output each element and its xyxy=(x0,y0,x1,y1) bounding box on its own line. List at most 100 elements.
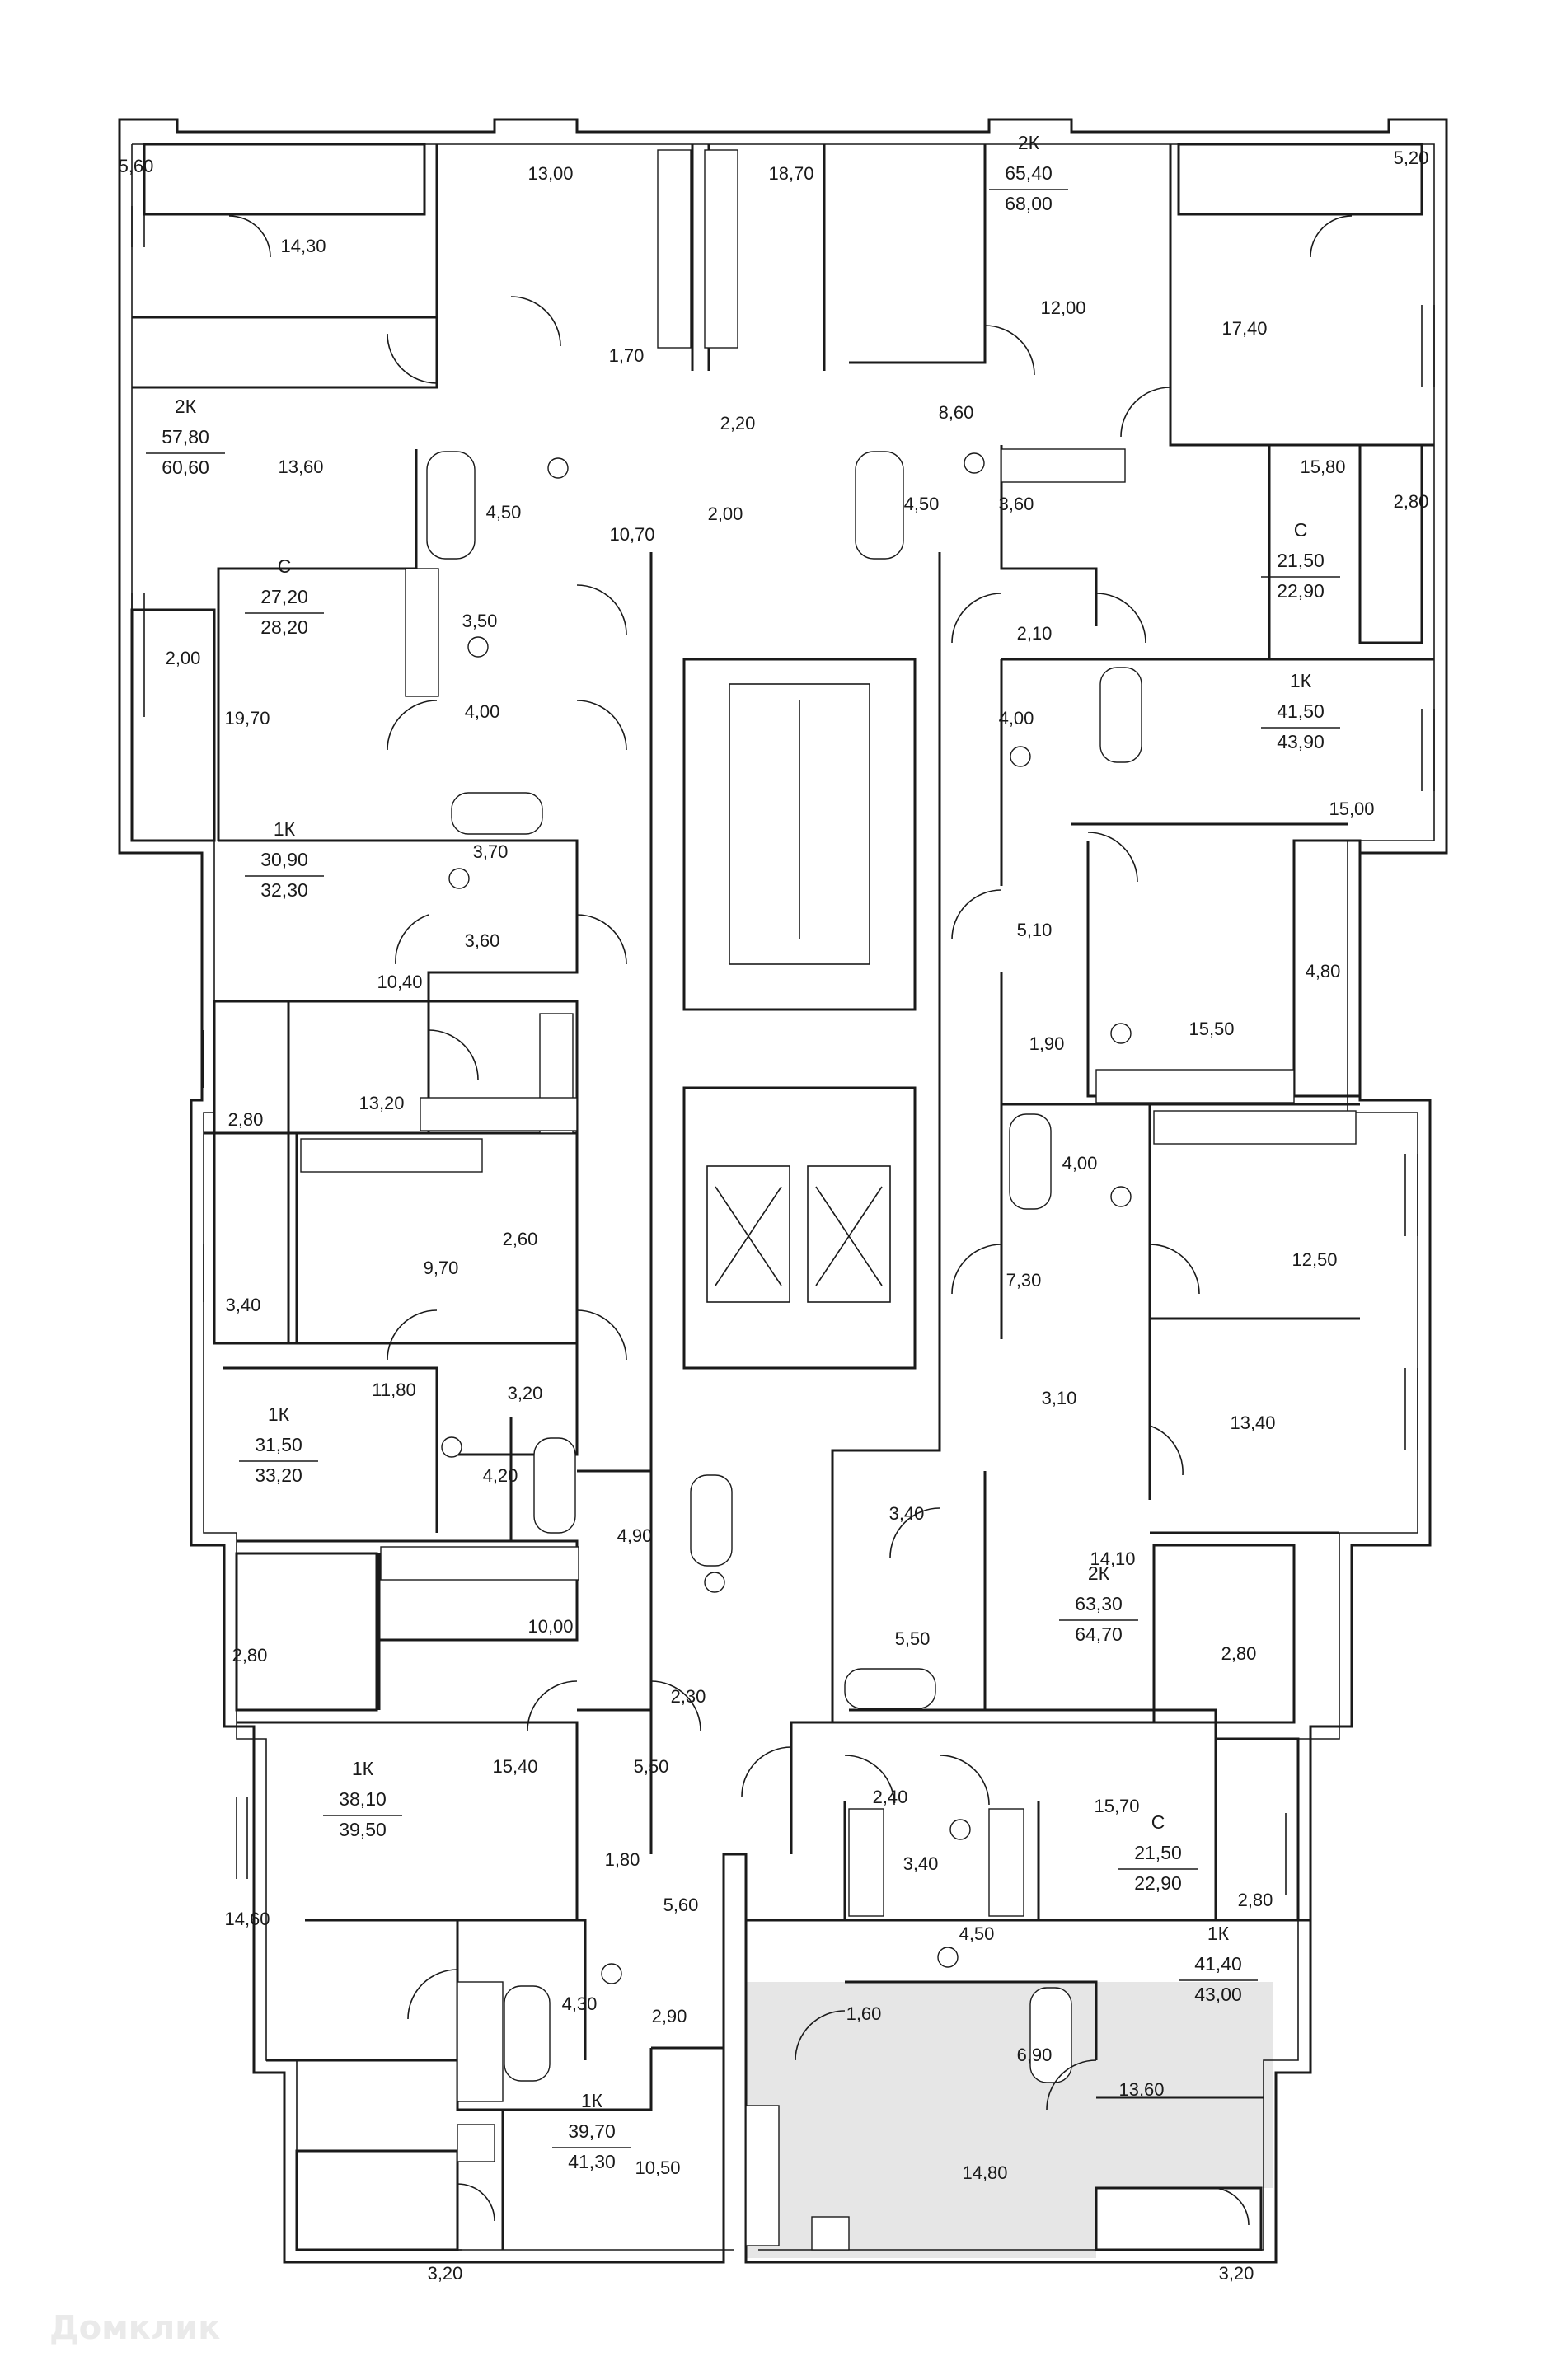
apartment-type: С xyxy=(278,555,292,577)
room-area-label: 1,70 xyxy=(609,345,645,366)
room-area-label: 5,50 xyxy=(634,1756,669,1777)
room-area-label: 5,60 xyxy=(663,1895,699,1915)
room-area-label: 3,10 xyxy=(1042,1388,1077,1408)
room-area-label: 4,80 xyxy=(1306,961,1341,982)
room-area-label: 4,00 xyxy=(465,701,500,722)
room-area-label: 13,60 xyxy=(278,457,323,477)
room-area-label: 4,50 xyxy=(486,502,522,522)
room-area-label: 3,60 xyxy=(999,494,1034,514)
door-swings xyxy=(228,215,1353,2226)
apartment-type: 2К xyxy=(1018,132,1040,153)
room-area-label: 15,80 xyxy=(1300,457,1345,477)
room-area-label: 15,50 xyxy=(1189,1019,1234,1039)
apartment-living: 27,20 xyxy=(260,586,308,607)
room-area-label: 4,50 xyxy=(904,494,940,514)
room-area-label: 5,20 xyxy=(1394,148,1429,168)
room-area-label: 15,70 xyxy=(1094,1796,1139,1816)
room-area-label: 4,00 xyxy=(999,708,1034,729)
room-area-label: 5,50 xyxy=(895,1628,931,1649)
room-area-label: 13,40 xyxy=(1230,1413,1275,1433)
room-area-label: 10,40 xyxy=(377,972,422,992)
room-area-label: 17,40 xyxy=(1221,318,1267,339)
room-area-label: 3,50 xyxy=(462,611,498,631)
room-area-label: 15,40 xyxy=(492,1756,537,1777)
apartment-living: 21,50 xyxy=(1134,1842,1182,1863)
apartment-total: 68,00 xyxy=(1005,193,1053,214)
apartment-type: 1К xyxy=(1207,1923,1230,1944)
apartment-type: 2К xyxy=(175,396,197,417)
bathroom-fixtures xyxy=(426,451,1142,2083)
stair-inner xyxy=(729,683,870,965)
highlighted-apartment[interactable] xyxy=(746,1982,1273,2258)
room-area-label: 4,30 xyxy=(562,1993,598,2014)
apartment-living: 41,40 xyxy=(1194,1953,1242,1975)
room-area-label: 2,90 xyxy=(652,2006,687,2026)
room-area-label: 3,40 xyxy=(889,1503,925,1524)
room-area-label: 3,20 xyxy=(428,2263,463,2284)
watermark: Домклик xyxy=(49,2309,220,2347)
outer-wall xyxy=(118,118,1448,2264)
room-area-label: 13,20 xyxy=(359,1093,404,1113)
room-area-label: 19,70 xyxy=(224,708,270,729)
elevator-cross-2 xyxy=(815,1186,883,1286)
apartment-label[interactable]: С 27,20 28,20 xyxy=(245,555,324,638)
room-area-label: 2,00 xyxy=(708,504,743,524)
apartment-type: 2К xyxy=(1088,1562,1110,1584)
room-area-label: 2,80 xyxy=(1238,1890,1273,1910)
apartment-label[interactable]: 1К 31,50 33,20 xyxy=(239,1403,318,1486)
elevator-core xyxy=(682,1086,917,1370)
room-area-label: 14,10 xyxy=(1090,1548,1135,1569)
apartment-living: 63,30 xyxy=(1075,1593,1123,1614)
room-area-label: 3,70 xyxy=(473,841,509,862)
apartment-label[interactable]: 2К 65,40 68,00 xyxy=(989,132,1068,214)
room-area-label: 9,70 xyxy=(424,1258,459,1278)
room-area-label: 3,20 xyxy=(1219,2263,1254,2284)
apartment-type: 1К xyxy=(268,1403,290,1425)
room-area-label: 7,30 xyxy=(1006,1270,1042,1291)
apartment-living: 38,10 xyxy=(339,1788,387,1810)
apartment-label[interactable]: 2К 63,30 64,70 xyxy=(1059,1562,1138,1645)
loggias xyxy=(130,143,1423,2251)
room-area-label: 2,80 xyxy=(1221,1643,1257,1664)
room-area-label: 4,50 xyxy=(959,1923,995,1944)
room-area-label: 11,80 xyxy=(372,1380,415,1400)
apartment-total: 22,90 xyxy=(1134,1872,1182,1894)
room-area-label: 1,60 xyxy=(846,2003,882,2024)
room-area-label: 4,20 xyxy=(483,1465,518,1486)
room-area-label: 10,50 xyxy=(635,2157,680,2178)
room-area-label: 12,50 xyxy=(1292,1249,1337,1270)
room-area-label: 3,40 xyxy=(226,1295,261,1315)
apartment-labels: 2К65,4068,002К57,8060,60С21,5022,90С27,2… xyxy=(146,132,1340,2172)
room-area-label: 2,60 xyxy=(503,1229,538,1249)
room-area-label: 12,00 xyxy=(1040,298,1085,318)
room-area-label: 14,80 xyxy=(962,2162,1007,2183)
apartment-total: 33,20 xyxy=(255,1464,302,1486)
stair-core xyxy=(682,658,917,1011)
window-frames xyxy=(131,206,1435,2263)
corridor-walls xyxy=(649,552,941,1854)
room-area-label: 5,10 xyxy=(1017,920,1053,940)
apartment-living: 65,40 xyxy=(1005,162,1053,184)
apartment-total: 32,30 xyxy=(260,879,308,901)
room-area-label: 13,00 xyxy=(527,163,573,184)
apartment-type: 1К xyxy=(352,1758,374,1779)
room-area-label: 1,80 xyxy=(605,1849,640,1870)
apartment-total: 28,20 xyxy=(260,616,308,638)
room-area-label: 4,90 xyxy=(617,1525,653,1546)
elevator-shaft-2 xyxy=(807,1165,891,1303)
apartment-living: 57,80 xyxy=(162,426,209,447)
apartment-type: С xyxy=(1294,519,1308,541)
elevator-cross-1 xyxy=(715,1186,782,1286)
apartment-living: 31,50 xyxy=(255,1434,302,1455)
apartment-living: 21,50 xyxy=(1277,550,1325,571)
apartment-total: 64,70 xyxy=(1075,1623,1123,1645)
